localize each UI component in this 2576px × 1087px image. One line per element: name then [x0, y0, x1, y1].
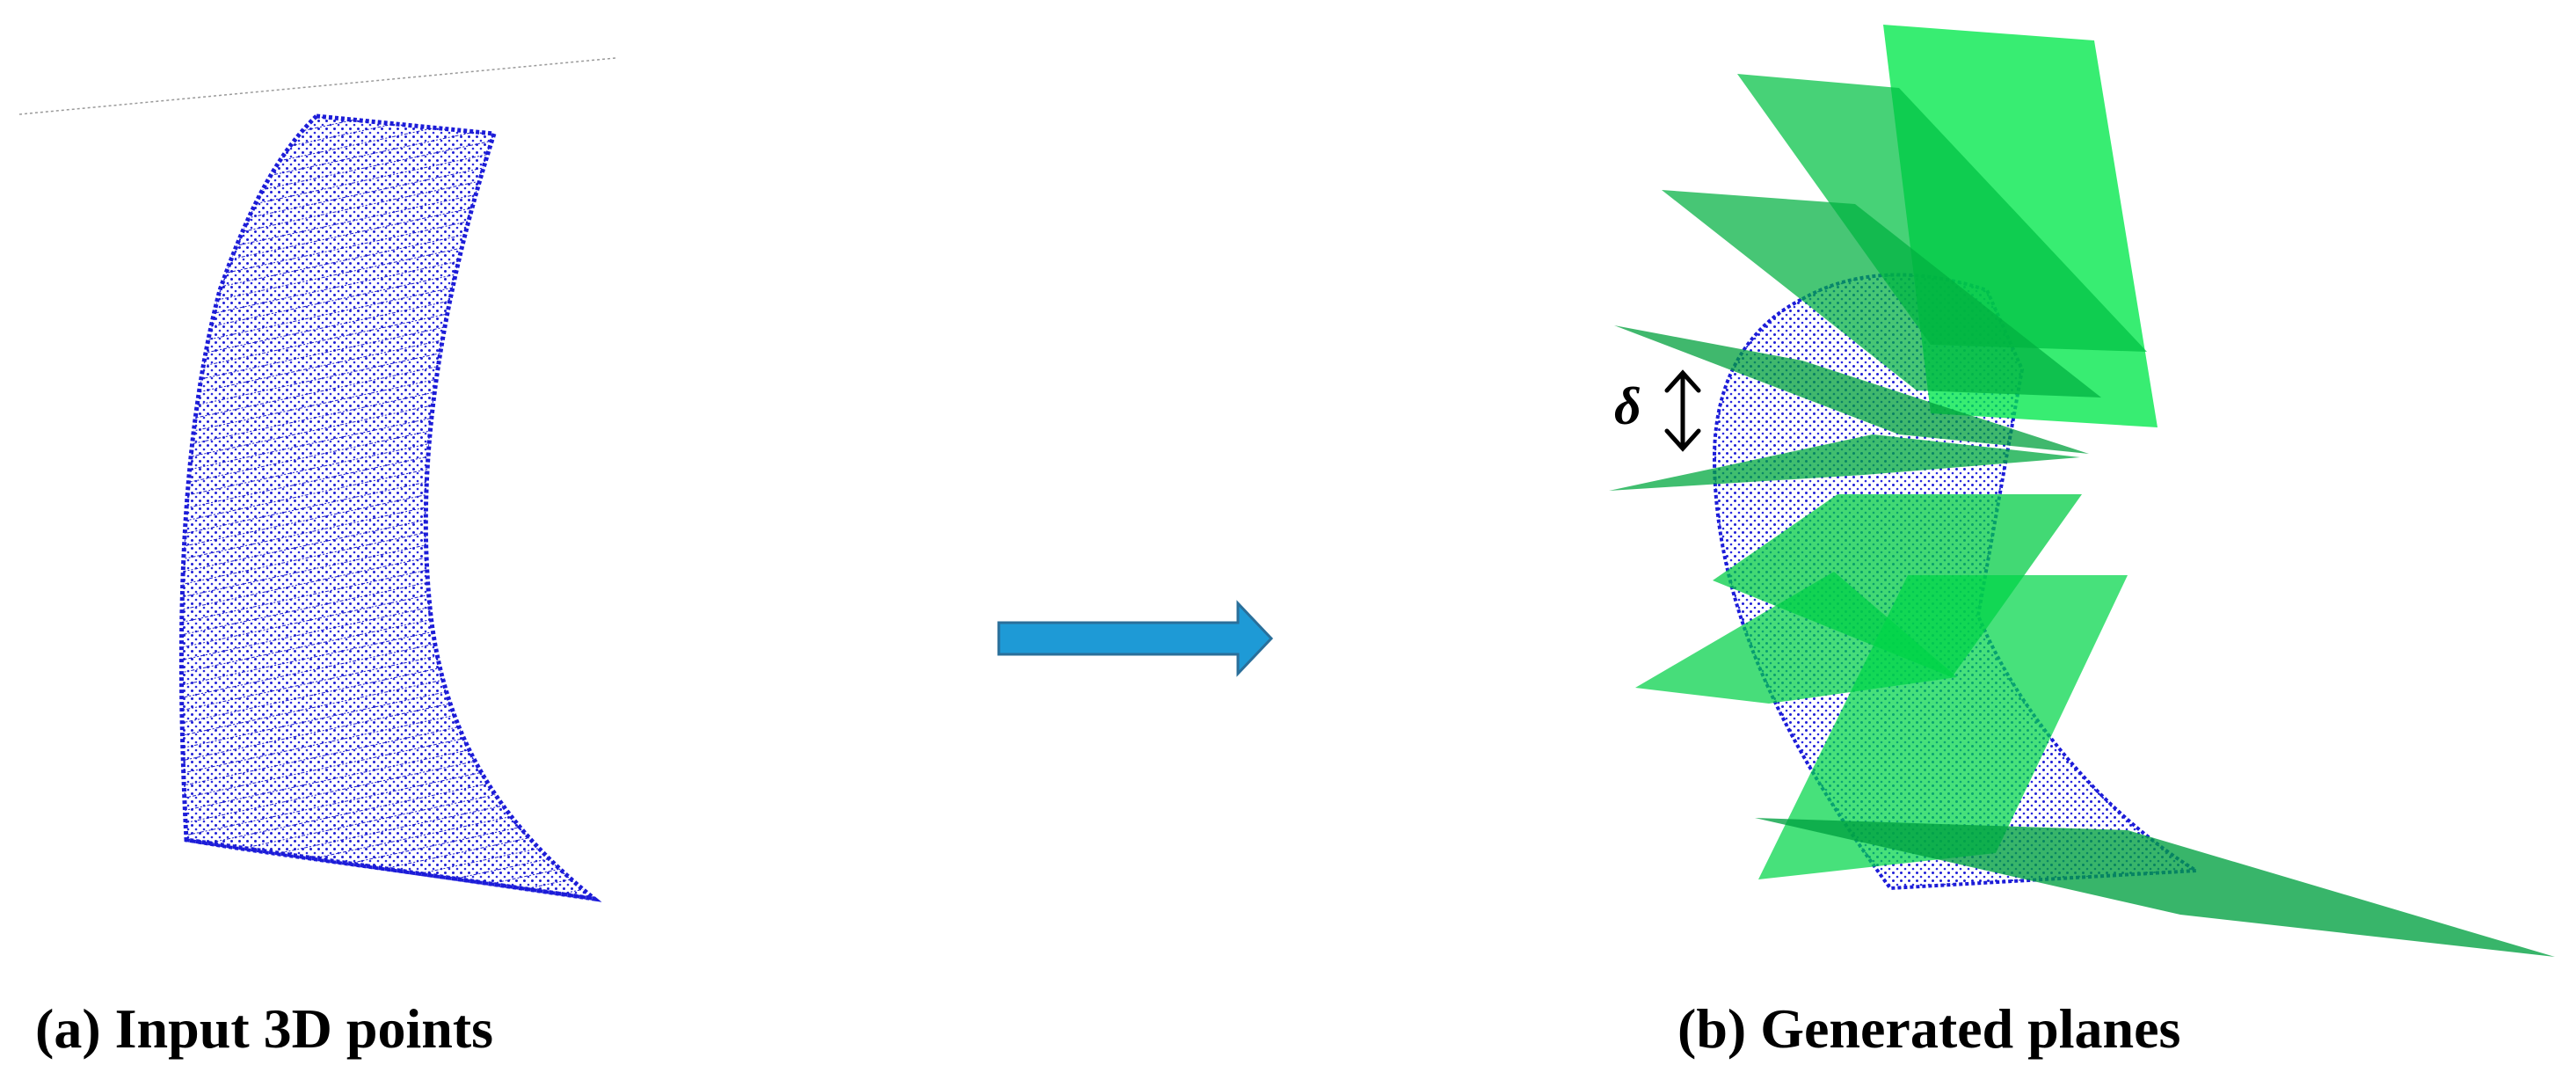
plane: [1614, 325, 2089, 454]
plane: [1737, 74, 2147, 352]
plane: [1755, 818, 2555, 957]
caption-generated-planes: (b) Generated planes: [1677, 997, 2181, 1060]
output-scene: [1609, 25, 2555, 957]
plane: [1713, 494, 2082, 677]
plane: [1662, 190, 2101, 398]
point-cloud-rows: [181, 116, 595, 899]
plane: [1758, 575, 2128, 879]
point-cloud-inner-edge: [186, 838, 595, 901]
reference-line: [18, 57, 616, 115]
plane: [1609, 434, 2080, 491]
caption-input-points: (a) Input 3D points: [35, 997, 494, 1060]
input-point-cloud: [18, 57, 616, 902]
generated-planes: [1609, 25, 2555, 957]
delta-symbol: δ: [1614, 377, 1641, 435]
right-arrow-icon: [997, 600, 1274, 677]
spacing-double-arrow-icon: [1664, 369, 1701, 452]
